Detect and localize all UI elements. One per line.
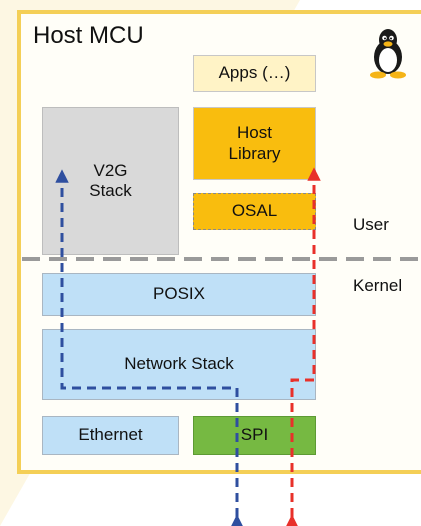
host-library-block: Host Library	[193, 107, 316, 180]
v2g-label-line2: Stack	[89, 181, 132, 200]
spi-label: SPI	[240, 425, 269, 445]
osal-block: OSAL	[193, 193, 316, 230]
diagram-title: Host MCU	[33, 22, 144, 49]
spi-block: SPI	[193, 416, 316, 455]
posix-block: POSIX	[42, 273, 316, 316]
kernel-space-label: Kernel	[353, 276, 403, 295]
ethernet-label: Ethernet	[78, 425, 143, 445]
apps-label: Apps (…)	[218, 63, 291, 83]
tux-penguin-icon	[370, 29, 406, 79]
user-space-label: User	[353, 215, 389, 234]
ethernet-block: Ethernet	[42, 416, 179, 455]
host-library-label-line1: Host	[237, 123, 272, 143]
apps-block: Apps (…)	[193, 55, 316, 92]
network-stack-block: Network Stack	[42, 329, 316, 400]
network-stack-label: Network Stack	[124, 354, 234, 374]
osal-label: OSAL	[231, 201, 278, 221]
v2g-label-line1: V2G	[93, 160, 128, 180]
host-library-label-line2: Library	[228, 143, 281, 163]
posix-label: POSIX	[153, 284, 205, 304]
v2g-stack-block: V2G Stack	[42, 107, 179, 255]
